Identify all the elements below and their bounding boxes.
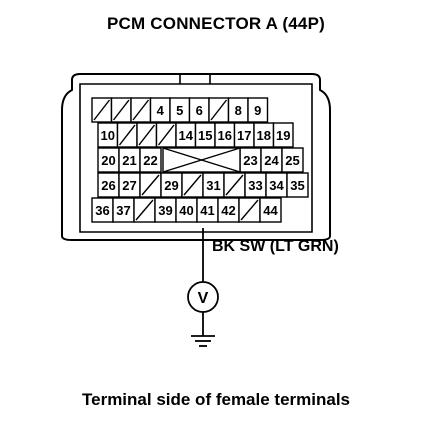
terminal-23: 23 (239, 147, 262, 173)
terminal-10: 10 (97, 122, 119, 148)
terminal-24: 24 (260, 147, 283, 173)
terminal-41: 41 (196, 197, 219, 223)
terminal-label: 40 (179, 203, 193, 218)
terminal-18: 18 (253, 122, 275, 148)
terminal-label: 21 (122, 153, 136, 168)
terminal-empty (155, 122, 177, 148)
terminal-empty (181, 172, 204, 198)
terminal-label: 14 (179, 128, 194, 143)
terminal-label: 29 (164, 178, 178, 193)
terminal-label: 15 (198, 128, 212, 143)
terminal-label: 22 (143, 153, 157, 168)
terminal-16: 16 (214, 122, 236, 148)
terminal-empty (139, 172, 162, 198)
test-probe-circuit (187, 228, 219, 347)
terminal-31: 31 (202, 172, 225, 198)
terminal-19: 19 (272, 122, 294, 148)
terminal-empty (116, 122, 138, 148)
terminal-label: 34 (269, 178, 284, 193)
terminal-36: 36 (91, 197, 114, 223)
terminal-5: 5 (169, 97, 191, 123)
terminal-label: 6 (196, 103, 203, 118)
terminal-label: 31 (206, 178, 220, 193)
terminal-25: 25 (281, 147, 304, 173)
terminal-15: 15 (194, 122, 216, 148)
terminal-empty (223, 172, 246, 198)
terminal-42: 42 (217, 197, 240, 223)
terminal-26: 26 (97, 172, 120, 198)
terminal-label: 23 (243, 153, 257, 168)
terminal-label: 8 (235, 103, 242, 118)
voltmeter-symbol: V (198, 290, 209, 307)
terminal-label: 27 (122, 178, 136, 193)
terminal-label: 4 (157, 103, 165, 118)
terminal-empty (133, 197, 156, 223)
terminal-40: 40 (175, 197, 198, 223)
terminal-17: 17 (233, 122, 255, 148)
terminal-9: 9 (247, 97, 269, 123)
terminal-label: 16 (218, 128, 232, 143)
terminal-label: 10 (101, 128, 115, 143)
terminal-label: 24 (264, 153, 279, 168)
connector-housing (61, 73, 331, 241)
terminal-empty (110, 97, 132, 123)
terminal-empty (208, 97, 230, 123)
terminal-empty (136, 122, 158, 148)
terminal-label: 39 (158, 203, 172, 218)
terminal-label: 20 (101, 153, 115, 168)
terminal-label: 26 (101, 178, 115, 193)
diagram-title: PCM CONNECTOR A (44P) (107, 14, 325, 33)
terminal-34: 34 (265, 172, 288, 198)
terminal-empty (238, 197, 261, 223)
terminal-21: 21 (118, 147, 141, 173)
terminal-label: 35 (290, 178, 304, 193)
terminal-37: 37 (112, 197, 135, 223)
terminal-14: 14 (175, 122, 197, 148)
wire-color-label: BK SW (LT GRN) (212, 238, 339, 255)
terminal-label: 41 (200, 203, 214, 218)
terminal-4: 4 (149, 97, 171, 123)
terminal-label: 44 (263, 203, 278, 218)
terminal-empty (130, 97, 152, 123)
diagram-caption: Terminal side of female terminals (82, 390, 350, 409)
terminal-label: 9 (254, 103, 261, 118)
terminal-22: 22 (139, 147, 162, 173)
terminal-6: 6 (188, 97, 210, 123)
terminal-label: 25 (285, 153, 299, 168)
terminal-label: 36 (95, 203, 109, 218)
terminal-label: 19 (276, 128, 290, 143)
terminal-35: 35 (286, 172, 309, 198)
terminal-27: 27 (118, 172, 141, 198)
terminal-8: 8 (227, 97, 249, 123)
terminal-33: 33 (244, 172, 267, 198)
terminal-label: 5 (176, 103, 183, 118)
terminal-label: 33 (248, 178, 262, 193)
terminal-label: 18 (257, 128, 271, 143)
terminal-39: 39 (154, 197, 177, 223)
terminal-label: 17 (237, 128, 251, 143)
terminal-empty (91, 97, 113, 123)
blank-region (162, 147, 241, 173)
terminal-label: 37 (116, 203, 130, 218)
terminal-29: 29 (160, 172, 183, 198)
terminal-44: 44 (259, 197, 282, 223)
terminal-20: 20 (97, 147, 120, 173)
terminal-label: 42 (221, 203, 235, 218)
